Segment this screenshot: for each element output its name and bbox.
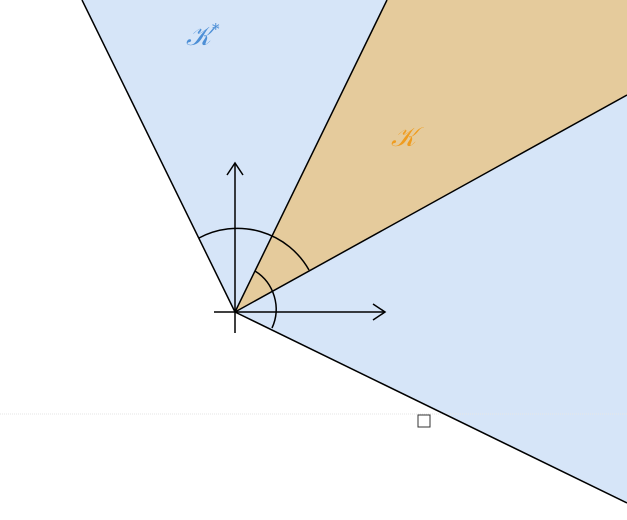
boundary-rays [81, 0, 627, 504]
axes [214, 161, 387, 333]
cone-upper-ray [234, 0, 388, 313]
angle-arcs [198, 227, 310, 329]
dual-cone-angle-arc [198, 227, 310, 271]
cone-angle-arc [254, 270, 277, 329]
cone-lower-ray [234, 94, 627, 313]
dual-cone-left-ray [81, 0, 236, 313]
y-axis-arrowhead [226, 161, 244, 176]
dual-cone-star: * [212, 20, 220, 38]
x-axis-arrowhead [372, 303, 387, 321]
qed-square-icon [417, 414, 431, 428]
dual-cone-right-ray [234, 311, 627, 504]
cone-region [235, 0, 627, 312]
